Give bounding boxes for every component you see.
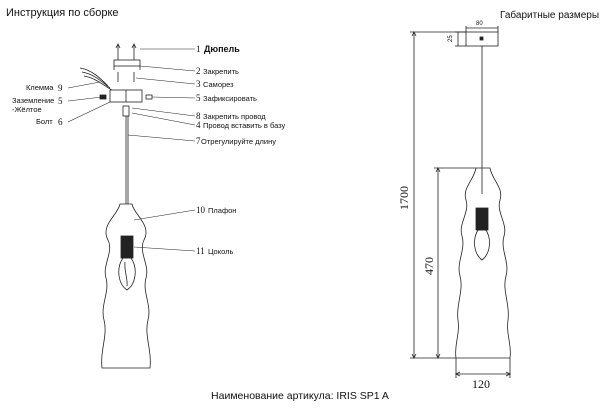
- part-4-number: 4: [196, 120, 201, 130]
- part-10-number: 10: [196, 205, 206, 215]
- assembly-left-labels: Клемма 9 Заземление 5 -Жёлтое Болт 6: [12, 83, 63, 127]
- socket: [120, 235, 134, 259]
- part-11-number: 11: [196, 246, 205, 256]
- wire: [79, 67, 109, 87]
- assembly-drawing: [79, 43, 153, 369]
- bulb-dim: [474, 229, 490, 261]
- shade-width-value: 120: [472, 377, 490, 391]
- part-8-label: Закрепить провод: [203, 112, 266, 121]
- article-caption: Наименование артикула: IRIS SP1 A: [211, 390, 389, 402]
- arrow-head-icon: [131, 43, 137, 49]
- socket-dim: [475, 207, 489, 231]
- assembly-title: Инструкция по сборке: [6, 7, 119, 19]
- part-1-label: Дюпель: [204, 44, 240, 54]
- part-2-label: Закрепить: [203, 67, 239, 76]
- dimension-labels: 80 25 1700 470 120: [397, 21, 490, 391]
- shade-dim: [455, 167, 511, 359]
- left-part-6-number: 6: [58, 117, 63, 127]
- shade-height-value: 470: [422, 257, 436, 275]
- part-11-label: Цоколь: [208, 247, 233, 256]
- shade: [101, 203, 151, 369]
- canopy-width-value: 80: [476, 21, 483, 27]
- part-7-number: 7: [196, 136, 201, 146]
- part-4-label: Провод вставить в базу: [203, 121, 286, 130]
- part-8-number: 8: [196, 111, 201, 121]
- bulb: [118, 257, 136, 291]
- arrow-head-icon: [115, 43, 121, 49]
- assembly-leaders: [67, 48, 196, 252]
- part-10-label: Плафон: [208, 206, 236, 215]
- wire: [83, 75, 113, 91]
- left-part-5-label: Заземление: [12, 96, 54, 105]
- dimensions-title: Габаритные размеры: [500, 10, 600, 21]
- part-1-number: 1: [196, 44, 201, 54]
- cord-connector: [122, 105, 130, 117]
- part-3-label: Саморез: [203, 80, 234, 89]
- part-2-number: 2: [196, 66, 201, 76]
- mounting-bracket: [113, 59, 141, 67]
- left-part-yellow-label: -Жёлтое: [12, 105, 42, 114]
- wire: [81, 71, 111, 89]
- total-height-value: 1700: [397, 186, 411, 210]
- left-part-9-number: 9: [58, 83, 63, 93]
- part-7-label: Отрегулируйте длину: [201, 137, 276, 146]
- part-3-number: 3: [196, 79, 201, 89]
- left-part-5-number: 5: [58, 96, 63, 106]
- screw-icon: [145, 94, 153, 100]
- left-part-9-label: Клемма: [26, 83, 54, 92]
- part-5-number: 5: [196, 93, 201, 103]
- dimension-drawing: [410, 26, 511, 378]
- left-part-6-label: Болт: [36, 117, 53, 126]
- assembly-labels: 1 Дюпель 2 Закрепить 3 Саморез 5 Зафикси…: [196, 44, 286, 256]
- canopy-height-value: 25: [448, 35, 454, 42]
- part-5-label: Зафиксировать: [203, 94, 257, 103]
